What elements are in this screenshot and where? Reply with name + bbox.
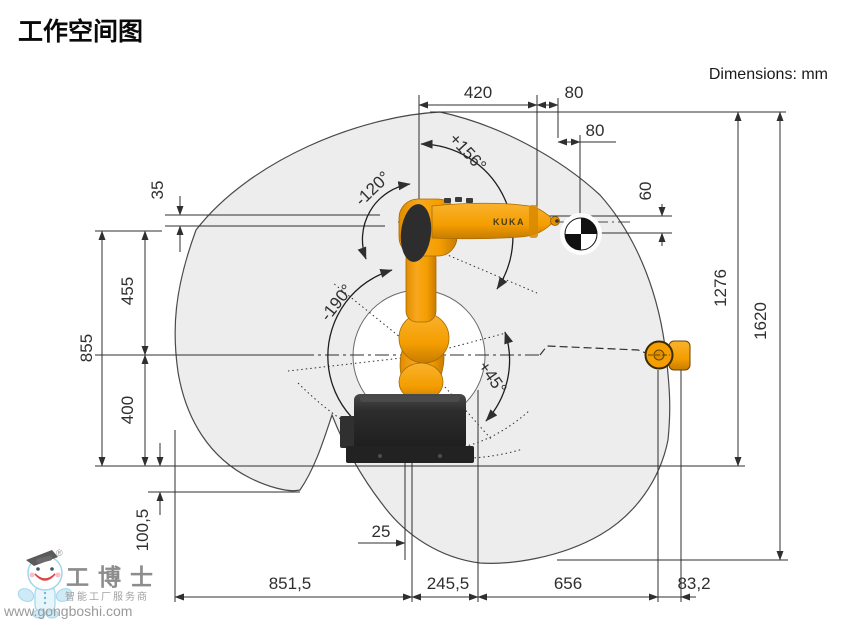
robot-shoulder-motor bbox=[400, 204, 432, 262]
page-title: 工作空间图 bbox=[18, 17, 143, 46]
dim-1620-label: 1620 bbox=[751, 302, 770, 340]
dim-851-5-label: 851,5 bbox=[269, 574, 312, 593]
center-of-mass-icon bbox=[560, 213, 602, 255]
dim-80-top-label: 80 bbox=[565, 83, 584, 102]
robot-arm-tip bbox=[550, 216, 560, 226]
dimension-labels: 420 80 80 60 35 455 855 400 100,5 25 127… bbox=[77, 83, 770, 593]
dimensions-unit-note: Dimensions: mm bbox=[709, 66, 828, 83]
registered-mark: ® bbox=[56, 548, 63, 558]
dim-245-5-label: 245,5 bbox=[427, 574, 470, 593]
dim-60-label: 60 bbox=[636, 182, 655, 201]
robot-base bbox=[340, 394, 474, 463]
dim-455-label: 455 bbox=[118, 277, 137, 305]
dimension-lines bbox=[98, 101, 784, 601]
extension-lines bbox=[95, 95, 788, 602]
dim-1276-label: 1276 bbox=[711, 269, 730, 307]
robot-arm-tip-dot bbox=[555, 219, 559, 223]
dim-420-label: 420 bbox=[464, 83, 492, 102]
robot-wrist-module bbox=[644, 340, 691, 371]
dim-35-label: 35 bbox=[148, 181, 167, 200]
gongboshi-logo: ® 工博士 智能工厂服务商 www.gongboshi.com bbox=[3, 548, 162, 619]
logo-tagline: 智能工厂服务商 bbox=[65, 590, 149, 603]
robot-illustration: KUKA bbox=[340, 197, 691, 463]
logo-brand-text: 工博士 bbox=[66, 564, 162, 590]
dim-25-label: 25 bbox=[372, 522, 391, 541]
robot-arm-flange-band bbox=[529, 205, 538, 238]
arc-minus120 bbox=[357, 181, 411, 260]
mascot-icon bbox=[17, 550, 73, 619]
robot-arm-vents bbox=[444, 197, 473, 203]
arc-plus156 bbox=[420, 139, 514, 290]
robot-brand-label: KUKA bbox=[493, 217, 525, 227]
dim-100-5-label: 100,5 bbox=[133, 509, 152, 552]
logo-url: www.gongboshi.com bbox=[3, 603, 132, 619]
dim-855-label: 855 bbox=[77, 334, 96, 362]
dim-83-2-label: 83,2 bbox=[677, 574, 710, 593]
dim-80-flange-label: 80 bbox=[586, 121, 605, 140]
dim-656-label: 656 bbox=[554, 574, 582, 593]
dim-400-label: 400 bbox=[118, 396, 137, 424]
arc-plus45 bbox=[485, 331, 513, 422]
